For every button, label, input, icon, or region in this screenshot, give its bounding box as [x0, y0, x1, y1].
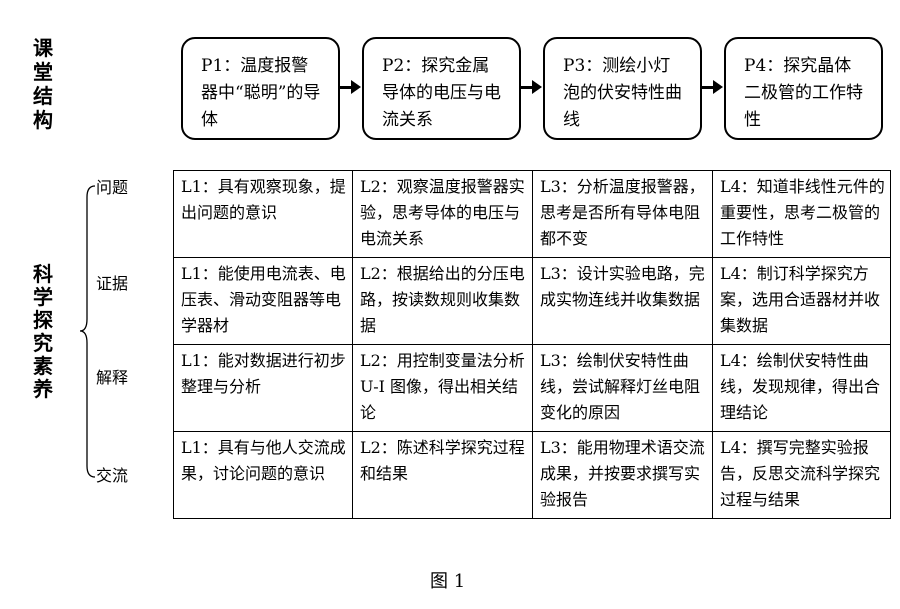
- table-cell: L4：撰写完整实验报告，反思交流科学探究过程与结果: [712, 431, 891, 519]
- table-cell: L2：用控制变量法分析 U-I 图像，得出相关结论: [352, 344, 533, 432]
- table-cell: L1：具有与他人交流成果，讨论问题的意识: [173, 431, 353, 519]
- table-cell: L4：制订科学探究方案，选用合适器材并收集数据: [712, 257, 891, 345]
- table-row: L1：具有观察现象，提出问题的意识 L2：观察温度报警器实验，思考导体的电压与电…: [173, 170, 891, 258]
- category-explanation: 解释: [96, 368, 129, 387]
- arrow-p1-p2: [340, 80, 361, 94]
- period-box-p4: P4：探究晶体二极管的工作特性: [724, 37, 883, 140]
- table-cell: L3：分析温度报警器，思考是否所有导体电阻都不变: [532, 170, 713, 258]
- category-communication: 交流: [96, 466, 129, 485]
- arrow-p3-p4: [702, 80, 723, 94]
- table-cell: L2：根据给出的分压电路，按读数规则收集数据: [352, 257, 533, 345]
- table-cell: L3：设计实验电路，完成实物连线并收集数据: [532, 257, 713, 345]
- period-box-p1: P1：温度报警器中“聪明”的导体: [181, 37, 340, 140]
- table-cell: L1：能对数据进行初步整理与分析: [173, 344, 353, 432]
- table-cell: L3：能用物理术语交流成果，并按要求撰写实验报告: [532, 431, 713, 519]
- table-cell: L3：绘制伏安特性曲线，尝试解释灯丝电阻变化的原因: [532, 344, 713, 432]
- arrow-p2-p3: [521, 80, 542, 94]
- table-cell: L4：绘制伏安特性曲线，发现规律，得出合理结论: [712, 344, 891, 432]
- table-cell: L1：具有观察现象，提出问题的意识: [173, 170, 353, 258]
- curly-brace: [79, 185, 96, 478]
- table-cell: L1：能使用电流表、电压表、滑动变阻器等电学器材: [173, 257, 353, 345]
- period-box-p3: P3：测绘小灯泡的伏安特性曲线: [543, 37, 702, 140]
- class-structure-label: 课堂结构: [33, 36, 53, 132]
- category-question: 问题: [96, 178, 129, 197]
- inquiry-level-table: L1：具有观察现象，提出问题的意识 L2：观察温度报警器实验，思考导体的电压与电…: [173, 170, 891, 519]
- table-cell: L4：知道非线性元件的重要性，思考二极管的工作特性: [712, 170, 891, 258]
- table-row: L1：能对数据进行初步整理与分析 L2：用控制变量法分析 U-I 图像，得出相关…: [173, 344, 891, 432]
- table-row: L1：具有与他人交流成果，讨论问题的意识 L2：陈述科学探究过程和结果 L3：能…: [173, 431, 891, 519]
- table-cell: L2：观察温度报警器实验，思考导体的电压与电流关系: [352, 170, 533, 258]
- table-cell: L2：陈述科学探究过程和结果: [352, 431, 533, 519]
- period-box-p2: P2：探究金属导体的电压与电流关系: [362, 37, 521, 140]
- figure-caption: 图 1: [430, 571, 466, 592]
- table-row: L1：能使用电流表、电压表、滑动变阻器等电学器材 L2：根据给出的分压电路，按读…: [173, 257, 891, 345]
- scientific-inquiry-label: 科学探究素养: [33, 262, 53, 401]
- category-evidence: 证据: [96, 274, 129, 293]
